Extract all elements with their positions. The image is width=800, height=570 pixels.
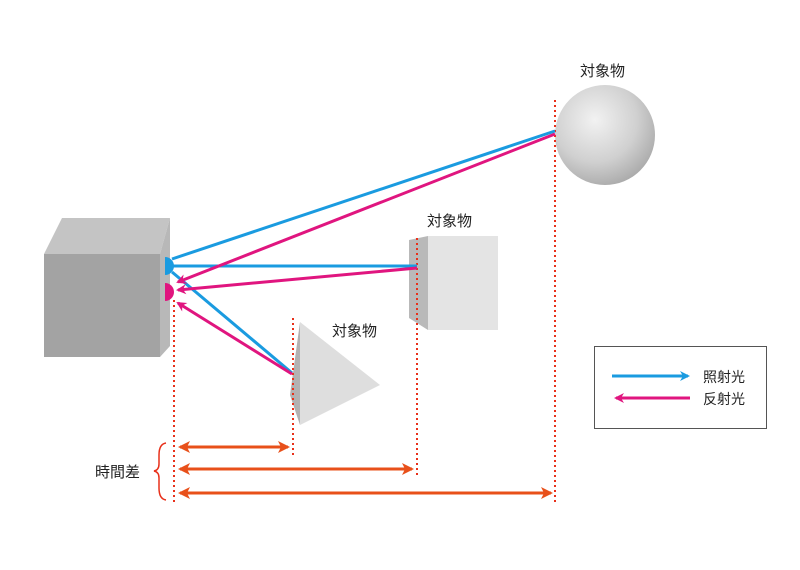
- reflected-rays: [176, 132, 556, 376]
- time-difference-label: 時間差: [95, 463, 140, 481]
- reflected-ray-sphere: [176, 132, 556, 284]
- legend: 照射光 反射光: [594, 346, 767, 429]
- pyramid-label: 対象物: [332, 322, 377, 340]
- emitter-icon: [165, 257, 174, 275]
- pyramid-object: 対象物: [290, 322, 380, 425]
- sphere-label: 対象物: [580, 62, 625, 80]
- emitted-ray-pyramid: [171, 270, 293, 375]
- guide-lines: [173, 100, 556, 505]
- time-difference-arrows: [178, 441, 553, 499]
- legend-reflected-label: 反射光: [703, 392, 745, 408]
- receiver-icon: [165, 283, 174, 301]
- sphere-object: 対象物: [555, 62, 655, 185]
- brace-icon: [153, 442, 167, 501]
- cube-object: 対象物: [409, 212, 498, 330]
- sensor-device: [44, 218, 174, 357]
- emitted-ray-sphere: [171, 129, 556, 261]
- reflected-ray-cube: [176, 266, 418, 295]
- cube-label: 対象物: [427, 212, 472, 230]
- legend-emitted-label: 照射光: [703, 370, 745, 386]
- reflected-ray-pyramid: [176, 301, 293, 376]
